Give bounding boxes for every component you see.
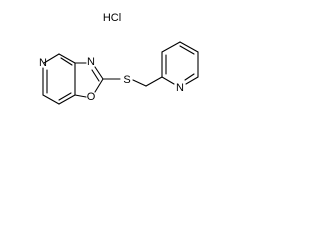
bond [58, 92, 72, 101]
bond [91, 69, 100, 82]
bond [145, 76, 163, 87]
bond [179, 41, 199, 53]
bond [161, 41, 181, 53]
bond [185, 76, 199, 85]
bond [43, 53, 60, 64]
oxazole-ring [74, 62, 104, 98]
bond [184, 73, 195, 81]
atom-label-o-oxazole: O [87, 91, 96, 103]
atom-label-n-pyridine-fused: N [39, 57, 47, 69]
bond [58, 94, 76, 105]
bond [60, 57, 73, 66]
thioether-linker [102, 76, 163, 87]
structure-diagram: HCl [39, 12, 199, 105]
bond [74, 94, 87, 98]
right-pyridine-ring [161, 41, 199, 85]
atom-label-n-pyridine-right: N [176, 82, 184, 94]
bond [179, 45, 195, 55]
bond [94, 66, 104, 80]
salt-label: HCl [103, 12, 121, 24]
bond [94, 78, 104, 93]
atom-label-s-thioether: S [123, 74, 130, 86]
bond [132, 79, 147, 87]
atom-label-n-oxazole: N [87, 56, 95, 68]
bond [42, 94, 60, 105]
bond [161, 76, 175, 85]
bond [58, 53, 76, 64]
fused-pyridine-ring [42, 53, 76, 105]
